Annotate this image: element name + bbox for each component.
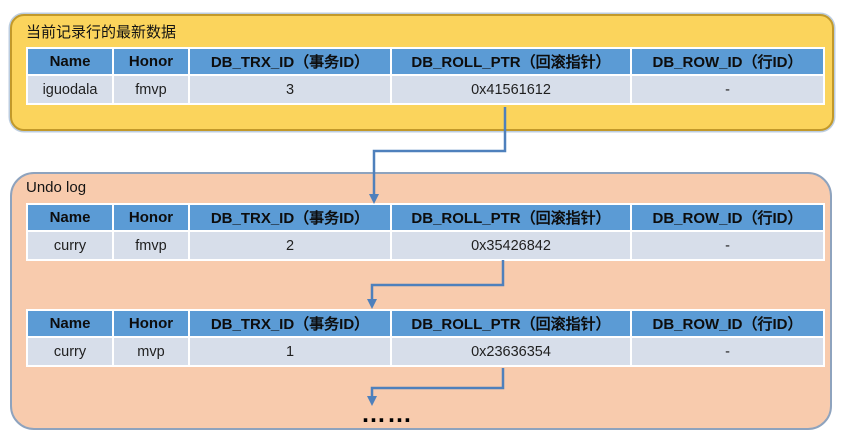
cell-db-roll-ptr: 0x41561612 [392, 76, 630, 103]
current-record-box: 当前记录行的最新数据 Name Honor DB_TRX_ID（事务ID） DB… [10, 14, 834, 131]
cell-db-row-id: - [632, 76, 823, 103]
header-db-row-id: DB_ROW_ID（行ID） [632, 49, 823, 74]
cell-honor: mvp [114, 338, 188, 365]
current-record-box-title: 当前记录行的最新数据 [26, 24, 177, 41]
cell-name: curry [28, 338, 112, 365]
cell-db-row-id: - [632, 232, 823, 259]
table-row: iguodala fmvp 3 0x41561612 - [28, 76, 823, 103]
cell-db-row-id: - [632, 338, 823, 365]
cell-honor: fmvp [114, 76, 188, 103]
undo-log-table-1: Name Honor DB_TRX_ID（事务ID） DB_ROLL_PTR（回… [26, 203, 825, 261]
cell-db-trx-id: 1 [190, 338, 390, 365]
cell-name: iguodala [28, 76, 112, 103]
continuation-ellipsis: …… [361, 400, 413, 428]
header-db-trx-id: DB_TRX_ID（事务ID） [190, 205, 390, 230]
cell-name: curry [28, 232, 112, 259]
table-row: curry mvp 1 0x23636354 - [28, 338, 823, 365]
header-db-roll-ptr: DB_ROLL_PTR（回滚指针） [392, 311, 630, 336]
header-name: Name [28, 311, 112, 336]
header-db-roll-ptr: DB_ROLL_PTR（回滚指针） [392, 49, 630, 74]
header-db-trx-id: DB_TRX_ID（事务ID） [190, 311, 390, 336]
header-db-roll-ptr: DB_ROLL_PTR（回滚指针） [392, 205, 630, 230]
cell-db-trx-id: 2 [190, 232, 390, 259]
header-name: Name [28, 49, 112, 74]
table-header-row: Name Honor DB_TRX_ID（事务ID） DB_ROLL_PTR（回… [28, 311, 823, 336]
header-db-row-id: DB_ROW_ID（行ID） [632, 205, 823, 230]
cell-db-roll-ptr: 0x23636354 [392, 338, 630, 365]
undo-log-box-title: Undo log [26, 179, 87, 196]
cell-db-trx-id: 3 [190, 76, 390, 103]
header-db-trx-id: DB_TRX_ID（事务ID） [190, 49, 390, 74]
current-record-table: Name Honor DB_TRX_ID（事务ID） DB_ROLL_PTR（回… [26, 47, 825, 105]
undo-log-box: Undo log Name Honor DB_TRX_ID（事务ID） DB_R… [10, 172, 832, 430]
header-honor: Honor [114, 205, 188, 230]
table-row: curry fmvp 2 0x35426842 - [28, 232, 823, 259]
table-header-row: Name Honor DB_TRX_ID（事务ID） DB_ROLL_PTR（回… [28, 49, 823, 74]
header-honor: Honor [114, 311, 188, 336]
cell-honor: fmvp [114, 232, 188, 259]
header-name: Name [28, 205, 112, 230]
table-header-row: Name Honor DB_TRX_ID（事务ID） DB_ROLL_PTR（回… [28, 205, 823, 230]
header-db-row-id: DB_ROW_ID（行ID） [632, 311, 823, 336]
undo-log-table-2: Name Honor DB_TRX_ID（事务ID） DB_ROLL_PTR（回… [26, 309, 825, 367]
cell-db-roll-ptr: 0x35426842 [392, 232, 630, 259]
header-honor: Honor [114, 49, 188, 74]
